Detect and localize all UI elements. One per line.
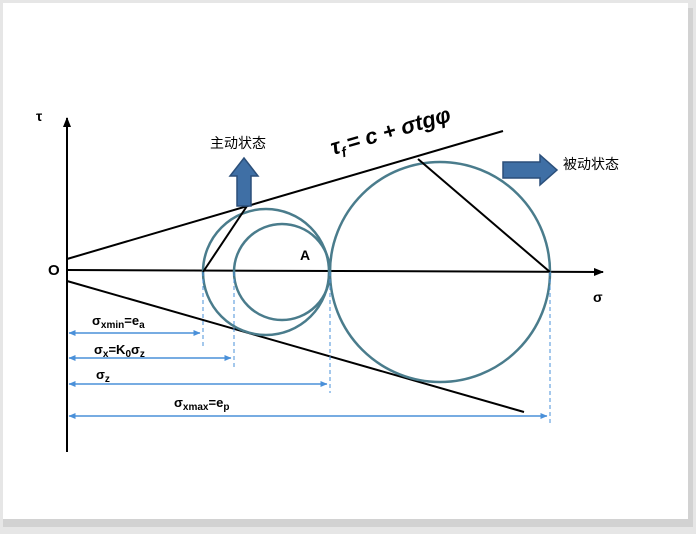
- page-background: [3, 3, 688, 519]
- origin-label: O: [48, 262, 60, 279]
- label-sigma-xmin: σxmin=ea: [92, 313, 145, 331]
- label-sigma-x: σx=K0σz: [94, 342, 145, 360]
- upper-failure-envelope: [66, 130, 504, 260]
- arrow-up-icon: [228, 156, 260, 207]
- passive-state-label: 被动状态: [563, 156, 619, 172]
- tau-axis-label: τ: [36, 108, 43, 124]
- point-a-label: A: [300, 247, 310, 263]
- lower-failure-envelope: [66, 280, 525, 413]
- label-sigma-z: σz: [96, 367, 110, 385]
- arrow-right-icon: [502, 153, 559, 187]
- label-sigma-xmax: σxmax=ep: [174, 395, 229, 413]
- active-failure-line: [202, 205, 248, 273]
- active-state-label: 主动状态: [210, 135, 266, 151]
- passive-failure-line: [417, 158, 551, 273]
- sigma-axis: [66, 267, 604, 276]
- page-shadow: [3, 519, 693, 527]
- sigma-axis-label: σ: [593, 289, 603, 305]
- page-shadow-right: [688, 8, 693, 523]
